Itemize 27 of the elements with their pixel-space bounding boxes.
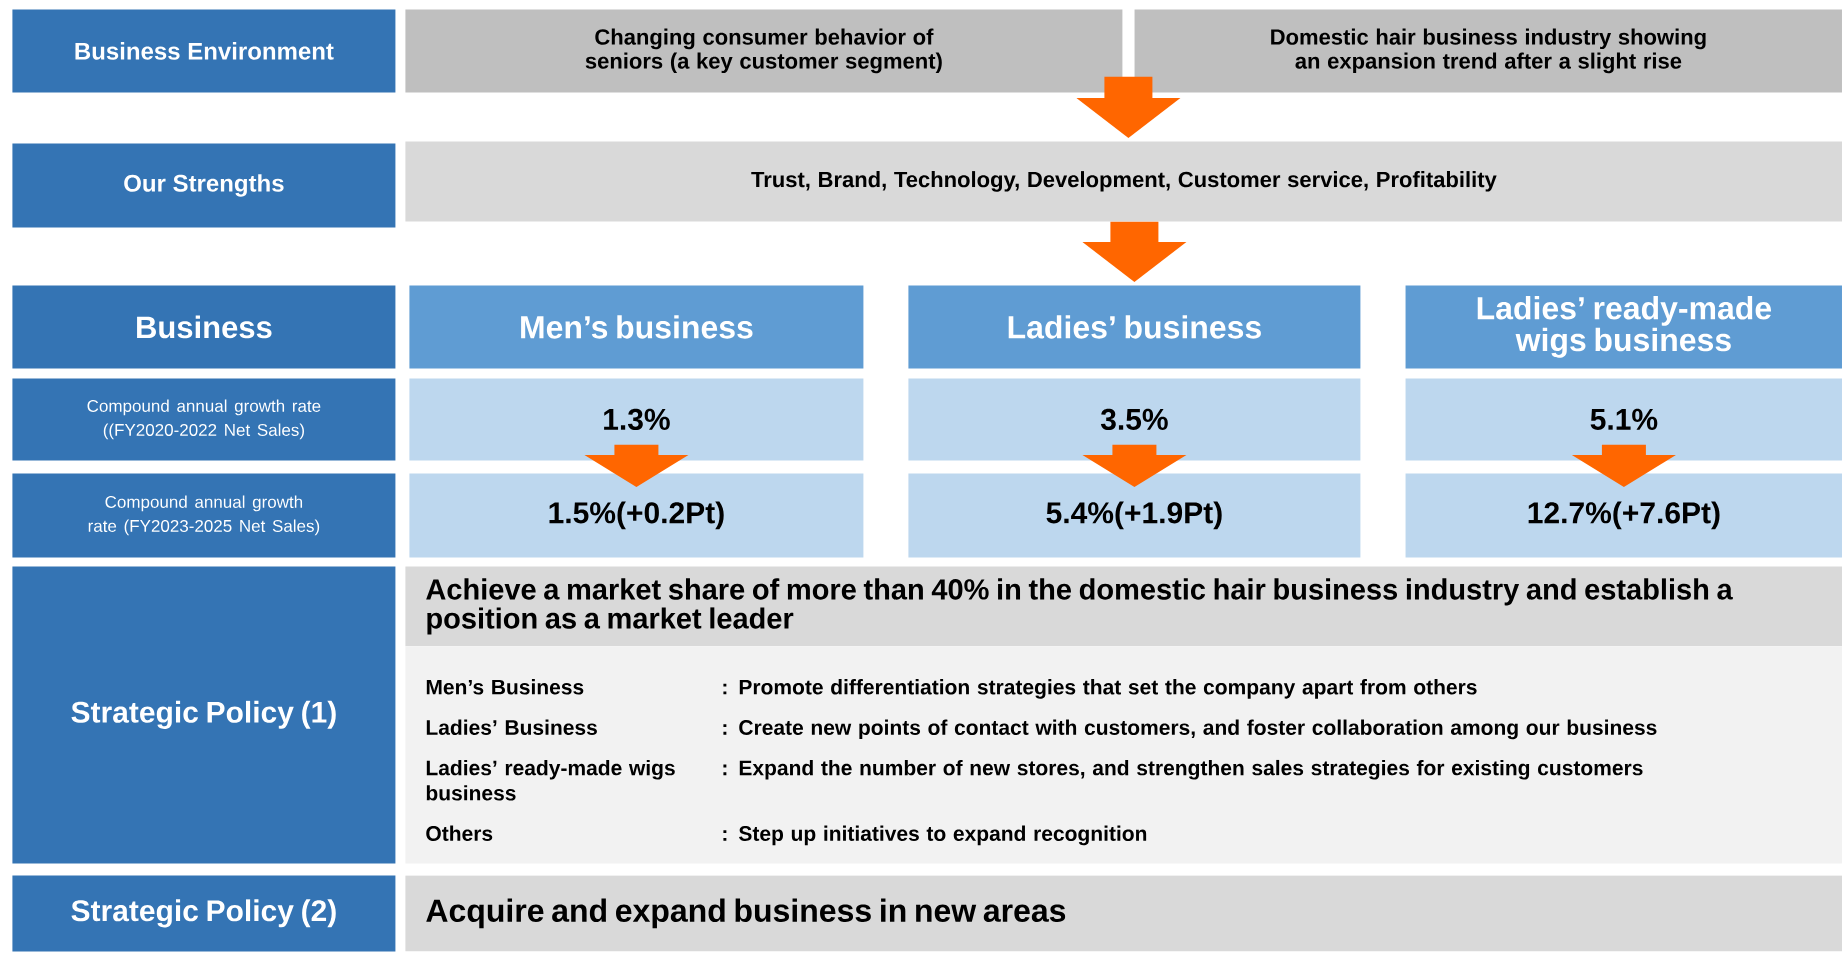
- header-box: Ladies’ business: [908, 285, 1361, 369]
- value-box: 3.5%: [908, 378, 1361, 461]
- arrow: [1571, 444, 1676, 487]
- value-box: 12.7%(+7.6Pt): [1405, 473, 1842, 558]
- header-box: Ladies’ ready-made wigs business: [1405, 285, 1842, 369]
- row-label: Business Environment: [12, 9, 396, 93]
- text-box: Trust, Brand, Technology, Development, Customer service, Profitability: [405, 141, 1842, 222]
- row-label: Strategic Policy (2): [12, 875, 396, 952]
- text-box: Domestic hair business industry showing an expansion trend after a slight rise: [1134, 9, 1842, 93]
- text-box: Changing consumer behavior of seniors (a key customer segment): [405, 9, 1123, 93]
- arrow: [1076, 76, 1181, 138]
- policy-box: Acquire and expand business in new areas: [405, 875, 1842, 952]
- row-label: Strategic Policy (1): [12, 566, 396, 864]
- value-box: 5.4%(+1.9Pt): [908, 473, 1361, 558]
- arrow: [1082, 444, 1187, 487]
- policy-details-box: Men’s Business : Promote differentiation strategies that set the company apart from others Ladies’ Business : Create new points of contact with customers, and foster collaboration among our business Ladies’ ready-made wigs business : Expand the number of new stores, and strengthen sales strategies for existing customers Others : Step up initiatives to expand recognition: [405, 646, 1842, 864]
- value-box: 1.5%(+0.2Pt): [409, 473, 864, 558]
- row-label: Our Strengths: [12, 143, 396, 228]
- row-label: Compound annual growth rate (FY2023-2025 Net Sales): [12, 473, 396, 558]
- value-box: 1.3%: [409, 378, 864, 461]
- policy-box: Achieve a market share of more than 40% in the domestic hair business industry and establish a position as a market leader: [405, 566, 1842, 647]
- row-label: Business: [12, 285, 396, 369]
- header-box: Men’s business: [409, 285, 864, 369]
- arrow: [1082, 221, 1187, 282]
- value-box: 5.1%: [1405, 378, 1842, 461]
- row-label: Compound annual growth rate ((FY2020-2022 Net Sales): [12, 378, 396, 461]
- arrow: [584, 444, 689, 487]
